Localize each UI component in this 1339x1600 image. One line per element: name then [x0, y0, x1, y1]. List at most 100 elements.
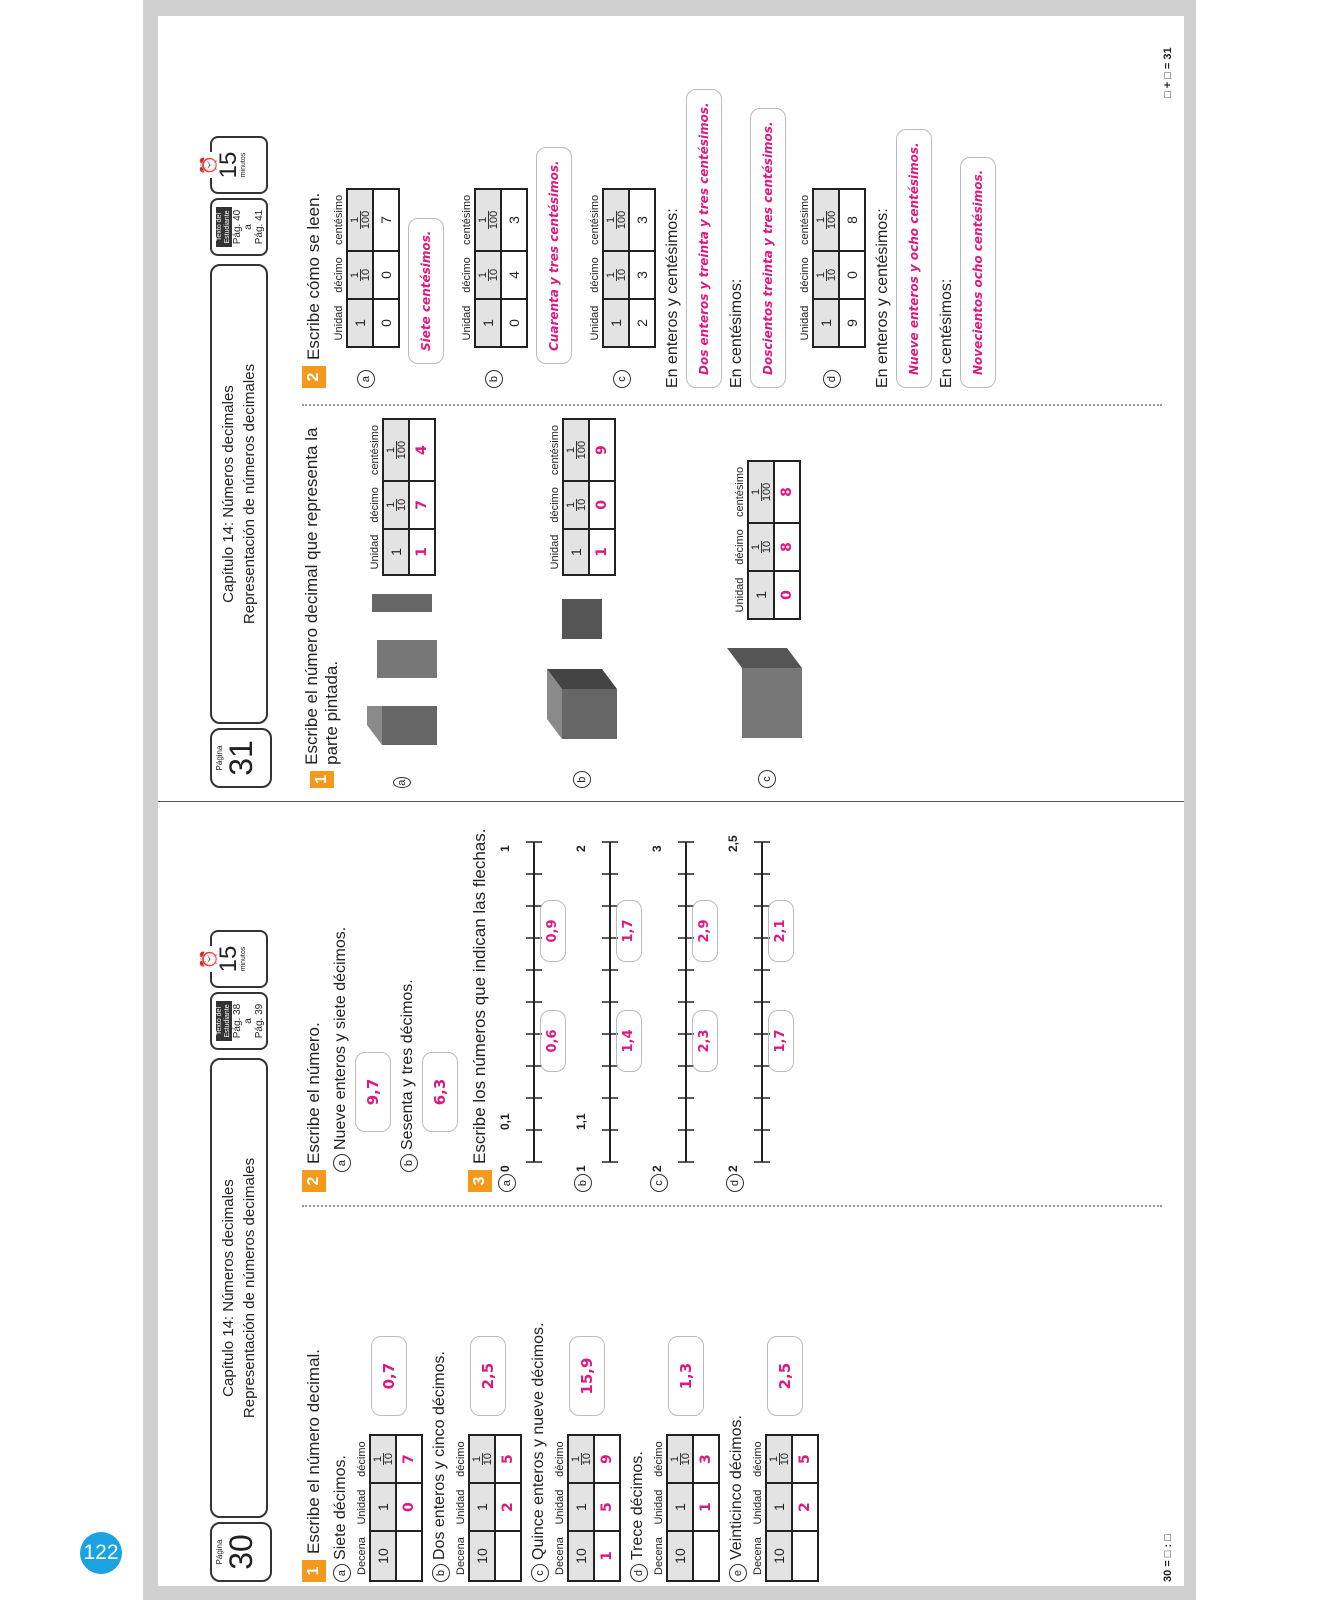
question-3: 3 Escribe los números que indican las fl… — [468, 822, 492, 1192]
answer-box[interactable]: Nueve enteros y ocho centésimos. — [896, 129, 932, 388]
col-unidad: Unidad — [455, 1489, 467, 1525]
answer-box[interactable]: 2,3 — [692, 1010, 718, 1072]
answer-decena[interactable]: 1 — [594, 1531, 620, 1581]
cell-unidad: 0 — [501, 299, 527, 347]
cell-one: 1 — [667, 1483, 693, 1532]
answer-box[interactable]: 0,9 — [540, 900, 566, 962]
item-letter: a — [357, 370, 375, 388]
item-text: Quince enteros y nueve décimos. — [530, 1322, 547, 1560]
item-letter: c — [613, 370, 631, 388]
answer-box[interactable]: Dos enteros y treinta y tres centésimos. — [686, 89, 722, 388]
answer-box[interactable]: 2,1 — [768, 900, 794, 962]
answer-decimo[interactable]: 0 — [589, 481, 615, 529]
item-letter: d — [726, 1174, 744, 1192]
answer-decimo[interactable]: 5 — [792, 1435, 818, 1484]
answer-unidad[interactable]: 1 — [693, 1483, 719, 1532]
answer-box[interactable]: 1,4 — [616, 1010, 642, 1072]
answer-decena[interactable] — [495, 1531, 521, 1581]
book-pages-2: Pág. 39 — [254, 1003, 265, 1039]
num: 1 — [565, 440, 577, 460]
item-text: Trece décimos. — [629, 1451, 646, 1560]
chapter-title: Capítulo 14: Números decimales — [220, 385, 237, 603]
cubes-image — [562, 599, 602, 640]
answer-centesimo[interactable]: 9 — [589, 419, 615, 482]
answer-box[interactable]: 1,7 — [768, 1010, 794, 1072]
cell-decimo: 0 — [373, 251, 399, 299]
answer-box[interactable]: 0,7 — [371, 1336, 407, 1417]
answer-decimo[interactable]: 3 — [693, 1435, 719, 1484]
den: 100 — [825, 210, 838, 230]
answer-box[interactable]: 2,9 — [692, 900, 718, 962]
answer-decena[interactable] — [396, 1531, 422, 1581]
answer-decimo[interactable]: 5 — [495, 1435, 521, 1484]
question-number: 2 — [302, 366, 326, 388]
answer-unidad[interactable]: 1 — [409, 528, 435, 576]
cell-one: 1 — [469, 1483, 495, 1532]
answer-decimo[interactable]: 7 — [396, 1435, 422, 1484]
col-decimo: décimo — [333, 257, 345, 293]
line-label: 0 — [498, 1165, 512, 1172]
answer-box[interactable]: 1,3 — [668, 1336, 704, 1417]
page-divider — [158, 801, 1184, 802]
answer-box[interactable]: Siete centésimos. — [408, 217, 444, 364]
num: 1 — [768, 1452, 780, 1466]
answer-decimo[interactable]: 7 — [409, 481, 435, 529]
col-centesimo: centésimo — [461, 194, 473, 245]
answer-unidad[interactable]: 0 — [396, 1483, 422, 1532]
answer-box[interactable]: Cuarenta y tres centésimos. — [536, 147, 572, 364]
answer-box[interactable]: 0,6 — [540, 1010, 566, 1072]
cell-ten: 10 — [370, 1531, 396, 1581]
topic-title: Representación de números decimales — [241, 363, 258, 625]
answer-box[interactable]: 2,5 — [767, 1336, 803, 1417]
answer-box[interactable]: 9,7 — [355, 1052, 391, 1132]
book-reference: Texto del Estudiante Pág. 38 a Pág. 39 — [210, 992, 268, 1050]
cell-ten: 10 — [469, 1531, 495, 1581]
line-label: 1,1 — [574, 1113, 588, 1130]
answer-box[interactable]: Doscientos treinta y tres centésimos. — [750, 108, 786, 388]
number-line — [678, 841, 694, 1163]
col-decimo: décimo — [752, 1441, 764, 1477]
answer-box[interactable]: 1,7 — [616, 900, 642, 962]
answer-decimo[interactable]: 8 — [774, 523, 800, 571]
answer-decena[interactable] — [693, 1531, 719, 1581]
reading-label: En enteros y centésimos: — [874, 208, 891, 388]
line-label: 2 — [726, 1165, 740, 1172]
answer-unidad[interactable]: 5 — [594, 1483, 620, 1532]
answer-decimo[interactable]: 9 — [594, 1435, 620, 1484]
chapter-box: Capítulo 14: Números decimales Represent… — [210, 1058, 268, 1518]
answer-centesimo[interactable]: 8 — [774, 460, 800, 523]
num: 1 — [477, 268, 489, 282]
item-letter: b — [574, 1174, 592, 1192]
col-unidad: Unidad — [752, 1489, 764, 1525]
line-label: 2 — [650, 1165, 664, 1172]
answer-unidad[interactable]: 2 — [495, 1483, 521, 1532]
col-unidad: Unidad — [734, 577, 746, 613]
answer-centesimo[interactable]: 4 — [409, 418, 435, 482]
num: 1 — [349, 268, 361, 282]
answer-decena[interactable] — [792, 1531, 818, 1581]
answer-unidad[interactable]: 0 — [774, 571, 800, 619]
answer-box[interactable]: 15,9 — [569, 1336, 605, 1417]
answer-box[interactable]: Novecientos ocho centésimos. — [960, 156, 996, 388]
den: 10 — [825, 268, 838, 282]
question-prompt: Escribe cómo se leen. — [304, 192, 323, 360]
num: 1 — [471, 1452, 483, 1466]
answer-box[interactable]: 2,5 — [470, 1336, 506, 1417]
chapter-box: Capítulo 14: Números decimales Represent… — [210, 264, 268, 724]
den: 10 — [382, 1452, 395, 1466]
answer-unidad[interactable]: 2 — [792, 1483, 818, 1532]
num: 1 — [815, 210, 827, 230]
col-decena: Decena — [455, 1537, 467, 1575]
answer-box[interactable]: 6,3 — [422, 1052, 458, 1132]
answer-unidad[interactable]: 1 — [589, 528, 615, 576]
item-text: Veinticinco décimos. — [728, 1415, 745, 1560]
